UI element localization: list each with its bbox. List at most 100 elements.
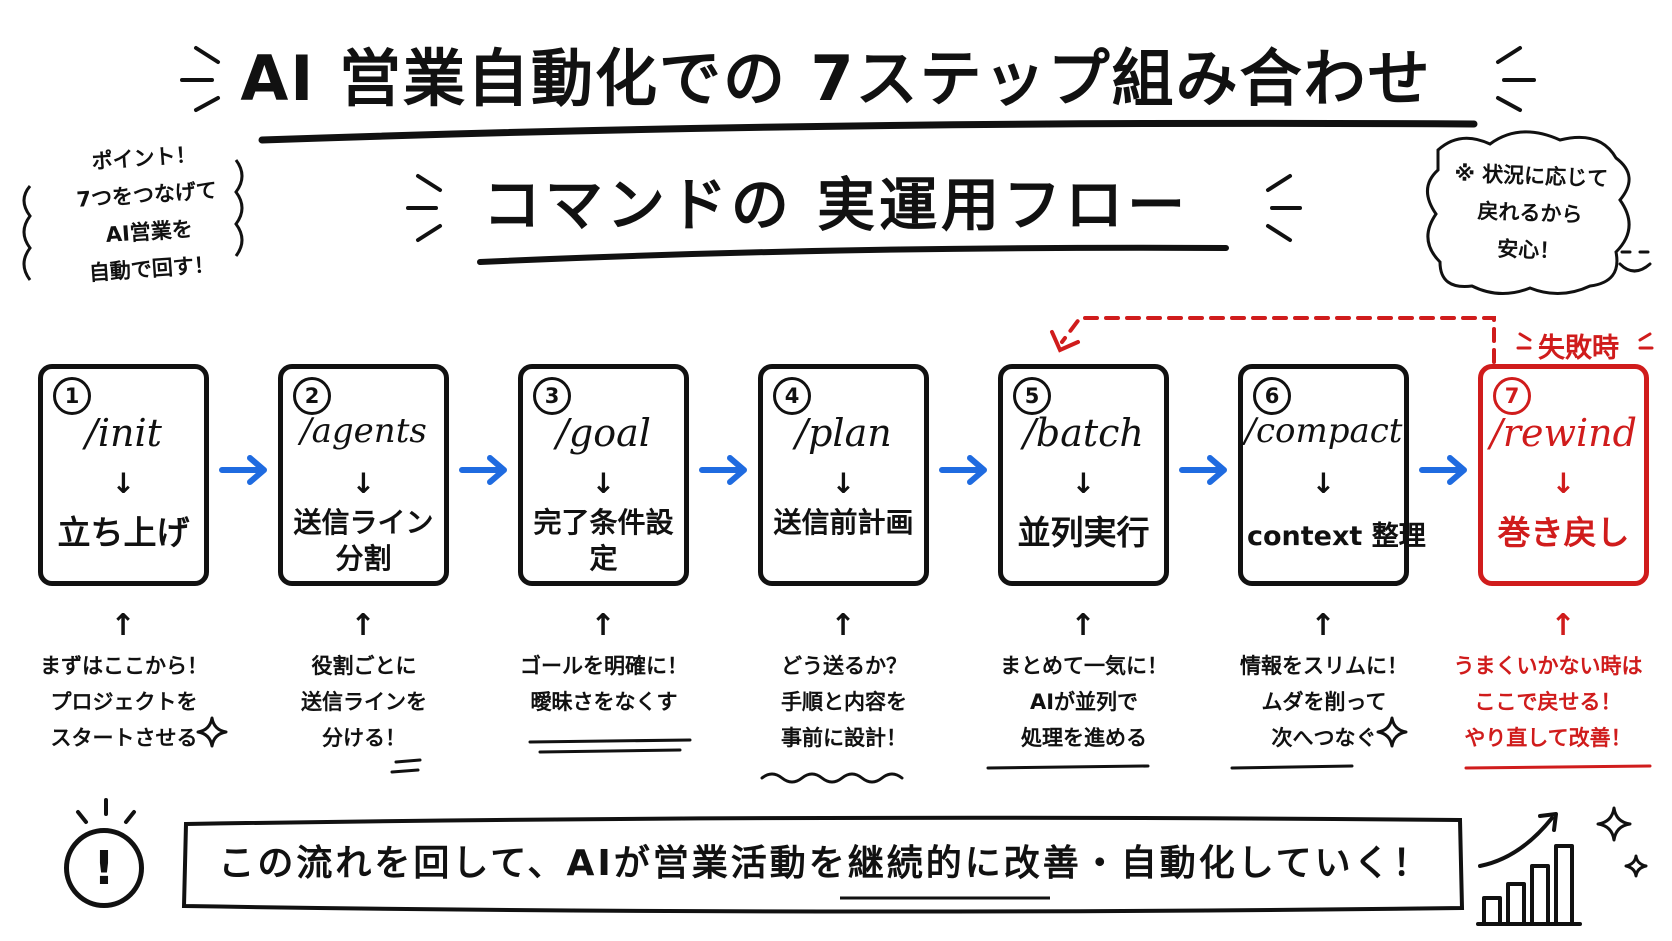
- step-label: 完了条件設定: [533, 506, 674, 575]
- caption-line: 処理を進める: [1021, 726, 1147, 750]
- caption-line: AIが並列で: [1029, 690, 1139, 714]
- up-arrow-icon: ↑: [110, 608, 136, 643]
- step-4-box: 4 /plan ↓ 送信前計画: [758, 364, 929, 586]
- flow-arrows: [219, 455, 1467, 485]
- caption-line: やり直して改善！: [1464, 726, 1632, 750]
- step-label: context 整理: [1247, 521, 1426, 552]
- caption-line: 手順と内容を: [781, 690, 907, 714]
- up-arrow-icon: ↑: [830, 608, 856, 643]
- step-5-box: 5 /batch ↓ 並列実行: [998, 364, 1169, 586]
- step-7-box: 7 /rewind ↓ 巻き戻し: [1478, 364, 1649, 586]
- flow-arrow-icon: [219, 455, 267, 485]
- flow-arrow-icon: [1179, 455, 1227, 485]
- note-bracket: [22, 185, 32, 281]
- down-arrow-icon: ↓: [1071, 467, 1096, 500]
- up-arrow-icon: ↑: [1310, 608, 1336, 643]
- rewind-loop-line: [1060, 316, 1496, 364]
- step-6-box: 6 /compact ↓ context 整理: [1238, 364, 1426, 586]
- caption-line: 事前に設計！: [781, 726, 907, 750]
- caption-line: ここで戻せる！: [1474, 690, 1622, 714]
- footer-message: この流れを回して、AIが営業活動を継続的に改善・自動化していく！: [218, 843, 1432, 884]
- caption-line: 分ける！: [322, 726, 406, 750]
- fail-label-ticks: [1516, 332, 1654, 350]
- exclamation-rays: [76, 798, 136, 824]
- emphasis-dash: [1496, 46, 1522, 64]
- emphasis-dash: [1266, 224, 1292, 242]
- caption-line: うまくいかない時は: [1453, 654, 1643, 678]
- caption-line: どう送るか？: [781, 654, 907, 678]
- down-arrow-icon: ↓: [831, 467, 856, 500]
- sparkle-icons: [196, 716, 1648, 878]
- caption-line: 情報をスリムに！: [1240, 654, 1408, 678]
- safe-note: ※ 状況に応じて 戻れるから 安心！: [1438, 155, 1622, 272]
- step-command: /plan: [795, 411, 892, 455]
- up-arrow-icon: ↑: [1550, 608, 1576, 643]
- step-2-caption: 役割ごとに 送信ラインを 分ける！: [248, 648, 480, 756]
- step-number-badge: 3: [533, 377, 571, 415]
- exclamation-circle-icon: !: [64, 828, 144, 908]
- step-1-caption: まずはここから！ プロジェクトを スタートさせる: [8, 648, 240, 756]
- step-command: /init: [85, 411, 162, 455]
- step-7-caption: うまくいかない時は ここで戻せる！ やり直して改善！: [1432, 648, 1664, 756]
- flow-arrow-icon: [939, 455, 987, 485]
- caption-line: 曖昧さをなくす: [530, 690, 678, 714]
- caption-line: スタートさせる: [50, 726, 198, 750]
- safe-note-line: 戻れるから: [1477, 199, 1583, 227]
- caption-underlines: [390, 738, 1354, 784]
- caption-line: 次へつなぐ: [1271, 726, 1377, 750]
- title-underline: [258, 119, 1478, 144]
- caption-line: 送信ラインを: [301, 690, 427, 714]
- step-number-badge: 7: [1493, 377, 1531, 415]
- flow-arrow-icon: [459, 455, 507, 485]
- page-title: AI 営業自動化での 7ステップ組み合わせ: [240, 42, 1432, 115]
- step-label: 送信前計画: [773, 506, 914, 539]
- page-subtitle: コマンドの 実運用フロー: [482, 171, 1190, 239]
- subtitle-underline: [477, 244, 1229, 265]
- safe-note-line: 安心！: [1496, 236, 1561, 264]
- fail-label: 失敗時: [1538, 333, 1619, 364]
- emphasis-dash: [416, 174, 442, 192]
- sparkle-icon: [196, 716, 228, 748]
- step-3-caption: ゴールを明確に！ 曖昧さをなくす: [488, 648, 720, 720]
- up-arrow-icon: ↑: [590, 608, 616, 643]
- flow-arrow-icon: [1419, 455, 1467, 485]
- safe-note-line: ※ 状況に応じて: [1454, 161, 1609, 191]
- emphasis-dash: [194, 96, 220, 112]
- up-arrow-icon: ↑: [350, 608, 376, 643]
- down-arrow-icon: ↓: [351, 467, 376, 500]
- step-command: /goal: [556, 411, 651, 455]
- emphasis-dash: [1496, 96, 1522, 112]
- step-command: /agents: [300, 411, 427, 451]
- up-arrow-icon: ↑: [1070, 608, 1096, 643]
- rewind-arrowhead-icon: [1050, 330, 1080, 353]
- emphasis-dash: [194, 46, 220, 64]
- step-number-badge: 5: [1013, 377, 1051, 415]
- emphasis-dash: [416, 224, 442, 242]
- step-label: 送信ライン分割: [293, 506, 434, 575]
- step-label: 立ち上げ: [57, 513, 190, 552]
- step-command: /batch: [1023, 411, 1144, 455]
- step-number-badge: 6: [1253, 377, 1291, 415]
- growth-chart-icon: [1476, 812, 1582, 926]
- down-arrow-icon: ↓: [1551, 467, 1576, 500]
- step-number-badge: 2: [293, 377, 331, 415]
- note-bracket: [234, 159, 244, 257]
- step-1-box: 1 /init ↓ 立ち上げ: [38, 364, 209, 586]
- flow-arrow-icon: [699, 455, 747, 485]
- down-arrow-icon: ↓: [1311, 467, 1336, 500]
- caption-line: 役割ごとに: [311, 654, 417, 678]
- safe-note-cloud: [1426, 130, 1631, 295]
- caption-line: まとめて一気に！: [1000, 654, 1168, 678]
- sparkle-icon: [1376, 716, 1408, 748]
- caption-line: ムダを削って: [1261, 690, 1387, 714]
- step-command: /compact: [1244, 411, 1403, 451]
- step-4-caption: どう送るか？ 手順と内容を 事前に設計！: [728, 648, 960, 756]
- caption-line: まずはここから！: [40, 654, 208, 678]
- step-number-badge: 4: [773, 377, 811, 415]
- caption-line: プロジェクトを: [50, 690, 198, 714]
- caption-line: ゴールを明確に！: [520, 654, 688, 678]
- smiley-icon: [1618, 250, 1652, 273]
- step-command: /rewind: [1490, 411, 1637, 455]
- step-5-caption: まとめて一気に！ AIが並列で 処理を進める: [968, 648, 1200, 756]
